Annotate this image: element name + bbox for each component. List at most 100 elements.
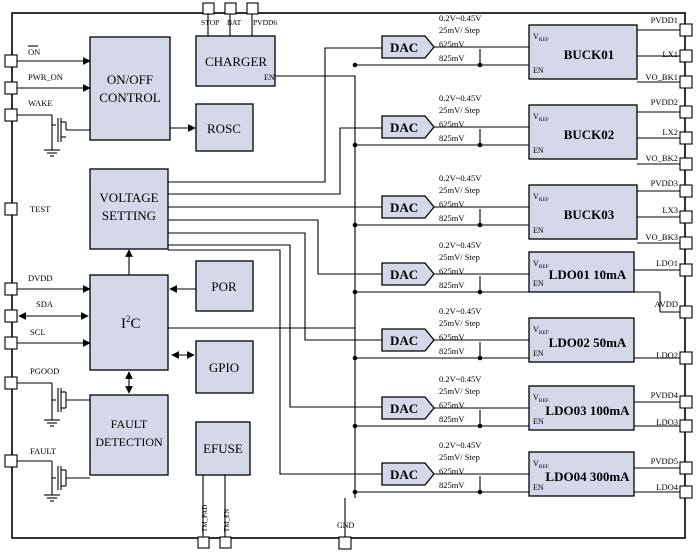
right-pin-label: VO_BK3 — [645, 232, 678, 242]
right-pin-label: LX1 — [662, 49, 678, 59]
dac-825-text: 825mV — [439, 133, 465, 143]
dac-label: DAC — [390, 120, 418, 135]
right-pin-label: PVDD3 — [651, 178, 678, 188]
regulator-block — [528, 104, 638, 160]
por-label: POR — [211, 279, 237, 294]
dac-825-text: 825mV — [439, 346, 465, 356]
right-pin-label: LDO4 — [656, 482, 678, 492]
pin-test — [4, 202, 18, 216]
regulator-block — [528, 317, 635, 363]
pin-fault — [4, 454, 18, 468]
dac-825-text: 825mV — [439, 480, 465, 490]
en-label: EN — [533, 349, 544, 358]
onoff-label-2: CONTROL — [99, 90, 160, 105]
dac-625-text: 625mV — [439, 400, 465, 410]
dac-block — [381, 115, 435, 139]
dac-range-text: 0.2V~0.45V — [439, 93, 482, 103]
top-pins: STOP BAT PVDD6 — [201, 2, 277, 36]
right-pin-label: PVDD1 — [651, 15, 678, 25]
vref-label: VREF — [533, 259, 549, 270]
vs-label-1: VOLTAGE — [99, 190, 158, 205]
pin-stop — [202, 2, 215, 15]
efuse-label: EFUSE — [203, 441, 243, 456]
regulator-name: BUCK03 — [564, 207, 615, 222]
i2c-label: I2C — [121, 314, 141, 332]
right-pin-label: LDO3 — [656, 417, 678, 427]
pin-pwr-on-label: PWR_ON — [28, 72, 63, 82]
pin-sda — [4, 309, 18, 323]
dac-range-text: 0.2V~0.45V — [439, 374, 482, 384]
vref-label: VREF — [533, 325, 549, 336]
regulator-rows: DAC 0.2V~0.45V 25mV/ Step 625mV 825mV VREF EN B… — [352, 13, 679, 497]
right-pins — [634, 23, 693, 499]
pin-tm-pad — [197, 536, 210, 549]
rosc-block: ROSC — [195, 103, 254, 152]
dac-control-wires — [168, 47, 382, 498]
dac-625-text: 625mV — [439, 266, 465, 276]
vs-label-2: SETTING — [102, 208, 156, 223]
efuse-block: EFUSE — [195, 421, 251, 476]
pin-on-label: ON — [28, 47, 40, 57]
fault-label-2: DETECTION — [95, 435, 163, 449]
pin-fault-label: FAULT — [30, 446, 57, 456]
pin-wake — [4, 108, 18, 122]
pin-gnd — [338, 536, 352, 550]
dac-step-text: 25mV/ Step — [439, 386, 480, 396]
pin-tm-pad-label: TM_PAD — [201, 505, 209, 532]
pin-sda-label: SDA — [36, 299, 54, 309]
pin-bat-label: BAT — [227, 18, 242, 27]
charger-label: CHARGER — [205, 54, 267, 69]
dac-625-text: 625mV — [439, 119, 465, 129]
dac-label: DAC — [390, 467, 418, 482]
regulator-name: LDO04 300mA — [545, 469, 630, 484]
dac-step-text: 25mV/ Step — [439, 252, 480, 262]
left-pins: ON PWR_ON WAKE TEST DVDD SDA SCL — [4, 45, 91, 502]
charger-block: CHARGER EN — [195, 35, 276, 87]
dac-step-text: 25mV/ Step — [439, 25, 480, 35]
dac-block — [381, 262, 435, 286]
gpio-label: GPIO — [209, 360, 239, 375]
right-pin-label: LX2 — [662, 127, 678, 137]
dac-625-text: 625mV — [439, 332, 465, 342]
dac-range-text: 0.2V~0.45V — [439, 13, 482, 23]
pin-pvdd6-label: PVDD6 — [253, 18, 277, 27]
dac-label: DAC — [390, 267, 418, 282]
por-block: POR — [195, 260, 254, 312]
regulator-block — [528, 451, 635, 497]
vref-label: VREF — [533, 112, 549, 123]
pin-test-label: TEST — [30, 204, 51, 214]
pin-on — [4, 54, 18, 68]
vref-label: VREF — [533, 32, 549, 43]
dac-step-text: 25mV/ Step — [439, 105, 480, 115]
on-off-control-block: ON/OFF CONTROL — [89, 36, 171, 141]
charger-en-label: EN — [264, 73, 275, 82]
regulator-block — [528, 251, 635, 293]
dac-label: DAC — [390, 333, 418, 348]
i2c-block: I2C — [89, 274, 169, 371]
dac-825-text: 825mV — [439, 280, 465, 290]
right-pin-label: LX3 — [662, 205, 678, 215]
dac-825-text: 825mV — [439, 414, 465, 424]
right-pin-label: PVDD4 — [651, 390, 679, 400]
regulator-name: LDO02 50mA — [549, 335, 627, 350]
dac-block — [381, 328, 435, 352]
dac-label: DAC — [390, 40, 418, 55]
pin-gnd-label: GND — [337, 521, 355, 530]
dac-label: DAC — [390, 401, 418, 416]
fault-label-1: FAULT — [111, 417, 148, 431]
dac-range-text: 0.2V~0.45V — [439, 240, 482, 250]
pin-pvdd6 — [246, 2, 259, 15]
dac-step-text: 25mV/ Step — [439, 452, 480, 462]
dac-step-text: 25mV/ Step — [439, 185, 480, 195]
dac-825-text: 825mV — [439, 213, 465, 223]
pin-dvdd — [4, 282, 18, 296]
pin-pgood — [4, 376, 18, 390]
en-label: EN — [533, 417, 544, 426]
vref-label: VREF — [533, 393, 549, 404]
dac-label: DAC — [390, 200, 418, 215]
regulator-block — [528, 385, 635, 431]
rosc-label: ROSC — [207, 121, 241, 136]
